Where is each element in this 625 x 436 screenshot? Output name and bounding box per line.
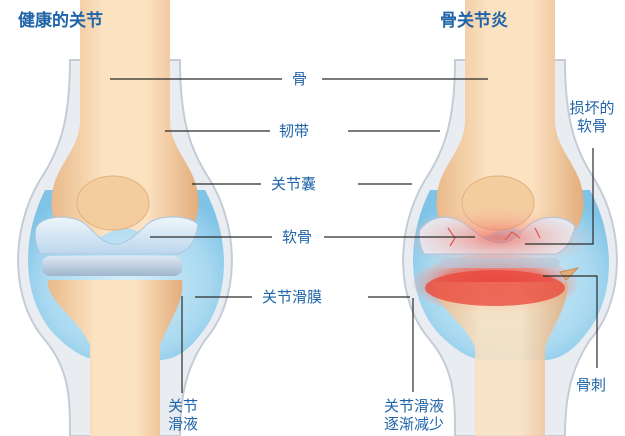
label-damaged-line1: 损坏的: [562, 99, 622, 117]
heading-healthy: 健康的关节: [18, 11, 103, 31]
healthy-meniscus: [42, 256, 182, 276]
label-bone: 骨: [292, 70, 307, 88]
label-damaged-cartilage: 损坏的 软骨: [562, 99, 622, 135]
label-joint-fluid-line1: 关节: [160, 397, 206, 415]
label-bone-spur: 骨刺: [576, 376, 606, 394]
healthy-joint: [18, 0, 232, 436]
arthritis-joint: [403, 0, 617, 436]
label-reduced-fluid: 关节滑液 逐渐减少: [372, 397, 456, 433]
label-ligament: 韧带: [279, 122, 309, 140]
heading-arthritis: 骨关节炎: [440, 11, 508, 31]
label-joint-fluid-line2: 滑液: [160, 415, 206, 433]
label-reduced-fluid-line1: 关节滑液: [372, 397, 456, 415]
label-cartilage: 软骨: [282, 228, 312, 246]
label-joint-fluid: 关节 滑液: [160, 397, 206, 433]
label-synovium: 关节滑膜: [262, 288, 322, 306]
label-capsule: 关节囊: [271, 175, 316, 193]
label-damaged-line2: 软骨: [562, 117, 622, 135]
label-reduced-fluid-line2: 逐渐减少: [372, 415, 456, 433]
